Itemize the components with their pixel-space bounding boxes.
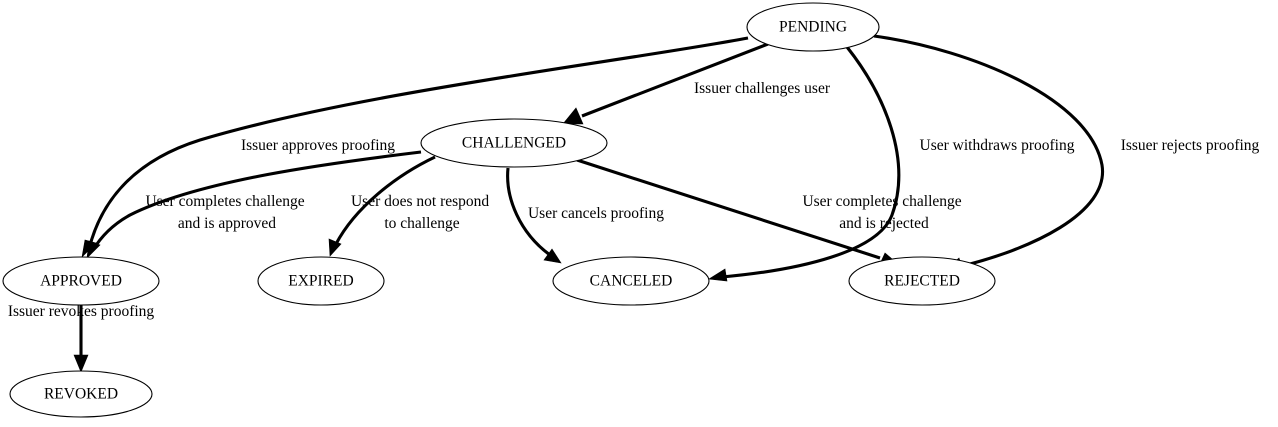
node-label-canceled: CANCELED <box>590 273 673 290</box>
node-label-challenged: CHALLENGED <box>462 135 566 152</box>
node-shape-rejected <box>848 256 996 306</box>
node-expired[interactable]: EXPIRED <box>257 256 385 306</box>
edge-path-pending-to-canceled <box>721 46 901 279</box>
edges-layer: Issuer approves proofing Issuer challeng… <box>8 34 1260 373</box>
edge-challenged-to-expired[interactable]: User does not respond to challenge <box>328 155 493 257</box>
edge-path-challenged-to-approved <box>91 150 422 251</box>
edge-path-challenged-to-rejected <box>576 158 881 260</box>
node-shape-pending <box>746 2 880 52</box>
node-challenged[interactable]: CHALLENGED <box>420 118 608 168</box>
node-label-pending: PENDING <box>779 19 847 36</box>
edge-approved-to-revoked[interactable]: Issuer revokes proofing <box>8 303 155 373</box>
edge-challenged-to-approved[interactable]: User completes challenge and is approved <box>86 150 422 259</box>
node-shape-canceled <box>552 256 710 306</box>
edge-path-pending-to-approved <box>87 36 749 250</box>
node-shape-expired <box>257 256 385 306</box>
edge-path-challenged-to-expired <box>334 155 436 245</box>
arrowhead-challenged-to-approved <box>86 240 101 259</box>
edge-path-pending-to-challenged <box>581 42 769 118</box>
edge-path-pending-to-rejected <box>873 34 1105 269</box>
edge-label-approved-to-revoked: Issuer revokes proofing <box>8 303 155 320</box>
arrowhead-challenged-to-canceled <box>543 248 562 264</box>
nodes-layer: PENDING CHALLENGED APPROVED EXPIRED CANC… <box>2 2 996 418</box>
edge-label-pending-to-approved: Issuer approves proofing <box>241 137 395 154</box>
edge-label-challenged-to-canceled: User cancels proofing <box>528 205 664 222</box>
node-rejected[interactable]: REJECTED <box>848 256 996 306</box>
node-shape-challenged <box>420 118 608 168</box>
node-label-revoked: REVOKED <box>44 386 118 403</box>
arrowhead-challenged-to-expired <box>328 238 342 257</box>
edge-pending-to-approved[interactable]: Issuer approves proofing <box>81 36 749 258</box>
edge-label-pending-to-canceled: User withdraws proofing <box>920 137 1075 154</box>
node-label-expired: EXPIRED <box>288 273 353 290</box>
arrowhead-pending-to-challenged <box>562 107 584 125</box>
arrowhead-pending-to-canceled <box>708 268 728 282</box>
edge-pending-to-canceled[interactable]: User withdraws proofing <box>708 46 1075 282</box>
edge-path-challenged-to-canceled <box>506 167 551 257</box>
edge-label-challenged-to-expired: User does not respond to challenge <box>351 193 493 232</box>
edge-challenged-to-canceled[interactable]: User cancels proofing <box>506 167 665 264</box>
node-approved[interactable]: APPROVED <box>2 256 160 306</box>
node-canceled[interactable]: CANCELED <box>552 256 710 306</box>
edge-label-challenged-to-rejected: User completes challenge and is rejected <box>802 193 965 232</box>
node-shape-revoked <box>9 370 153 418</box>
node-label-approved: APPROVED <box>40 273 122 290</box>
node-revoked[interactable]: REVOKED <box>9 370 153 418</box>
node-label-rejected: REJECTED <box>884 273 960 290</box>
edge-label-pending-to-challenged: Issuer challenges user <box>694 80 831 97</box>
edge-label-challenged-to-approved: User completes challenge and is approved <box>145 193 308 232</box>
arrowhead-approved-to-revoked <box>73 354 89 373</box>
node-pending[interactable]: PENDING <box>746 2 880 52</box>
edge-label-pending-to-rejected: Issuer rejects proofing <box>1121 137 1260 154</box>
node-shape-approved <box>2 256 160 306</box>
edge-pending-to-challenged[interactable]: Issuer challenges user <box>562 42 831 125</box>
